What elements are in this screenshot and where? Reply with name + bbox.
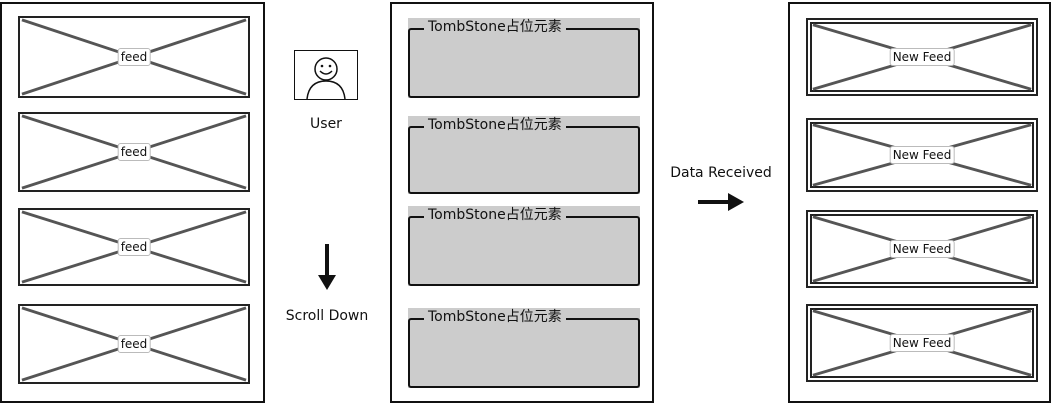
new-feed-label: New Feed (889, 240, 955, 258)
feed-card: feed (18, 208, 250, 286)
scroll-down-label: Scroll Down (285, 308, 369, 324)
tombstone-label: TombStone占位元素 (424, 206, 566, 224)
data-received-label: Data Received (670, 165, 772, 181)
tombstone-placeholder: TombStone占位元素 (408, 308, 640, 388)
feed-card: feed (18, 304, 250, 384)
tombstone-frame (408, 28, 640, 98)
feed-label: feed (117, 143, 151, 161)
new-feed-card: New Feed (806, 18, 1038, 96)
new-feed-card: New Feed (806, 118, 1038, 192)
arrow-right-icon (698, 193, 744, 211)
user-avatar (294, 50, 358, 100)
new-feed-panel: New Feed New Feed New Feed New Feed (788, 2, 1051, 403)
feed-label: feed (117, 238, 151, 256)
tombstone-placeholder: TombStone占位元素 (408, 116, 640, 194)
tombstone-label: TombStone占位元素 (424, 116, 566, 134)
feed-label: feed (117, 335, 151, 353)
new-feed-label: New Feed (889, 146, 955, 164)
feed-card: feed (18, 16, 250, 98)
smiley-user-icon (306, 57, 346, 100)
new-feed-label: New Feed (889, 48, 955, 66)
left-feed-panel: feed feed feed feed (0, 2, 265, 403)
tombstone-frame (408, 318, 640, 388)
arrow-down-icon (318, 244, 336, 290)
feed-label: feed (117, 48, 151, 66)
new-feed-card: New Feed (806, 304, 1038, 382)
new-feed-card: New Feed (806, 210, 1038, 288)
tombstone-placeholder: TombStone占位元素 (408, 206, 640, 286)
new-feed-label: New Feed (889, 334, 955, 352)
tombstone-frame (408, 216, 640, 286)
tombstone-frame (408, 126, 640, 194)
user-label: User (310, 116, 342, 132)
tombstone-panel: TombStone占位元素 TombStone占位元素 TombStone占位元… (390, 2, 654, 403)
tombstone-label: TombStone占位元素 (424, 18, 566, 36)
tombstone-placeholder: TombStone占位元素 (408, 18, 640, 98)
feed-card: feed (18, 112, 250, 192)
tombstone-label: TombStone占位元素 (424, 308, 566, 326)
